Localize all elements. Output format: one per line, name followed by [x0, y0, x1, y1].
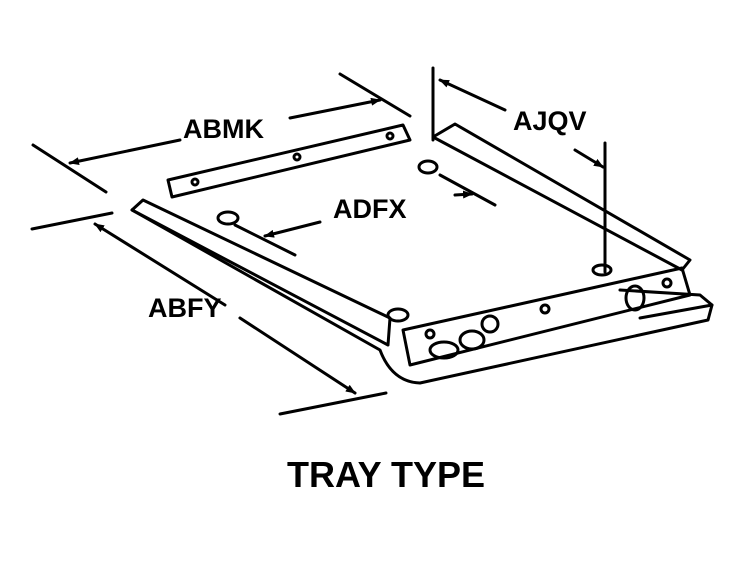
- adfx-label: ADFX: [333, 194, 407, 224]
- abmk-label: ABMK: [183, 114, 264, 144]
- ajqv-dimension: [431, 66, 607, 274]
- ajqv-label: AJQV: [513, 106, 587, 136]
- tray-body: [130, 122, 714, 385]
- abfy-label: ABFY: [148, 293, 222, 323]
- abfy-dimension: [30, 211, 388, 416]
- diagram-title: TRAY TYPE: [287, 454, 486, 495]
- abmk-dimension: [31, 72, 412, 194]
- adfx-dimension: [233, 173, 497, 257]
